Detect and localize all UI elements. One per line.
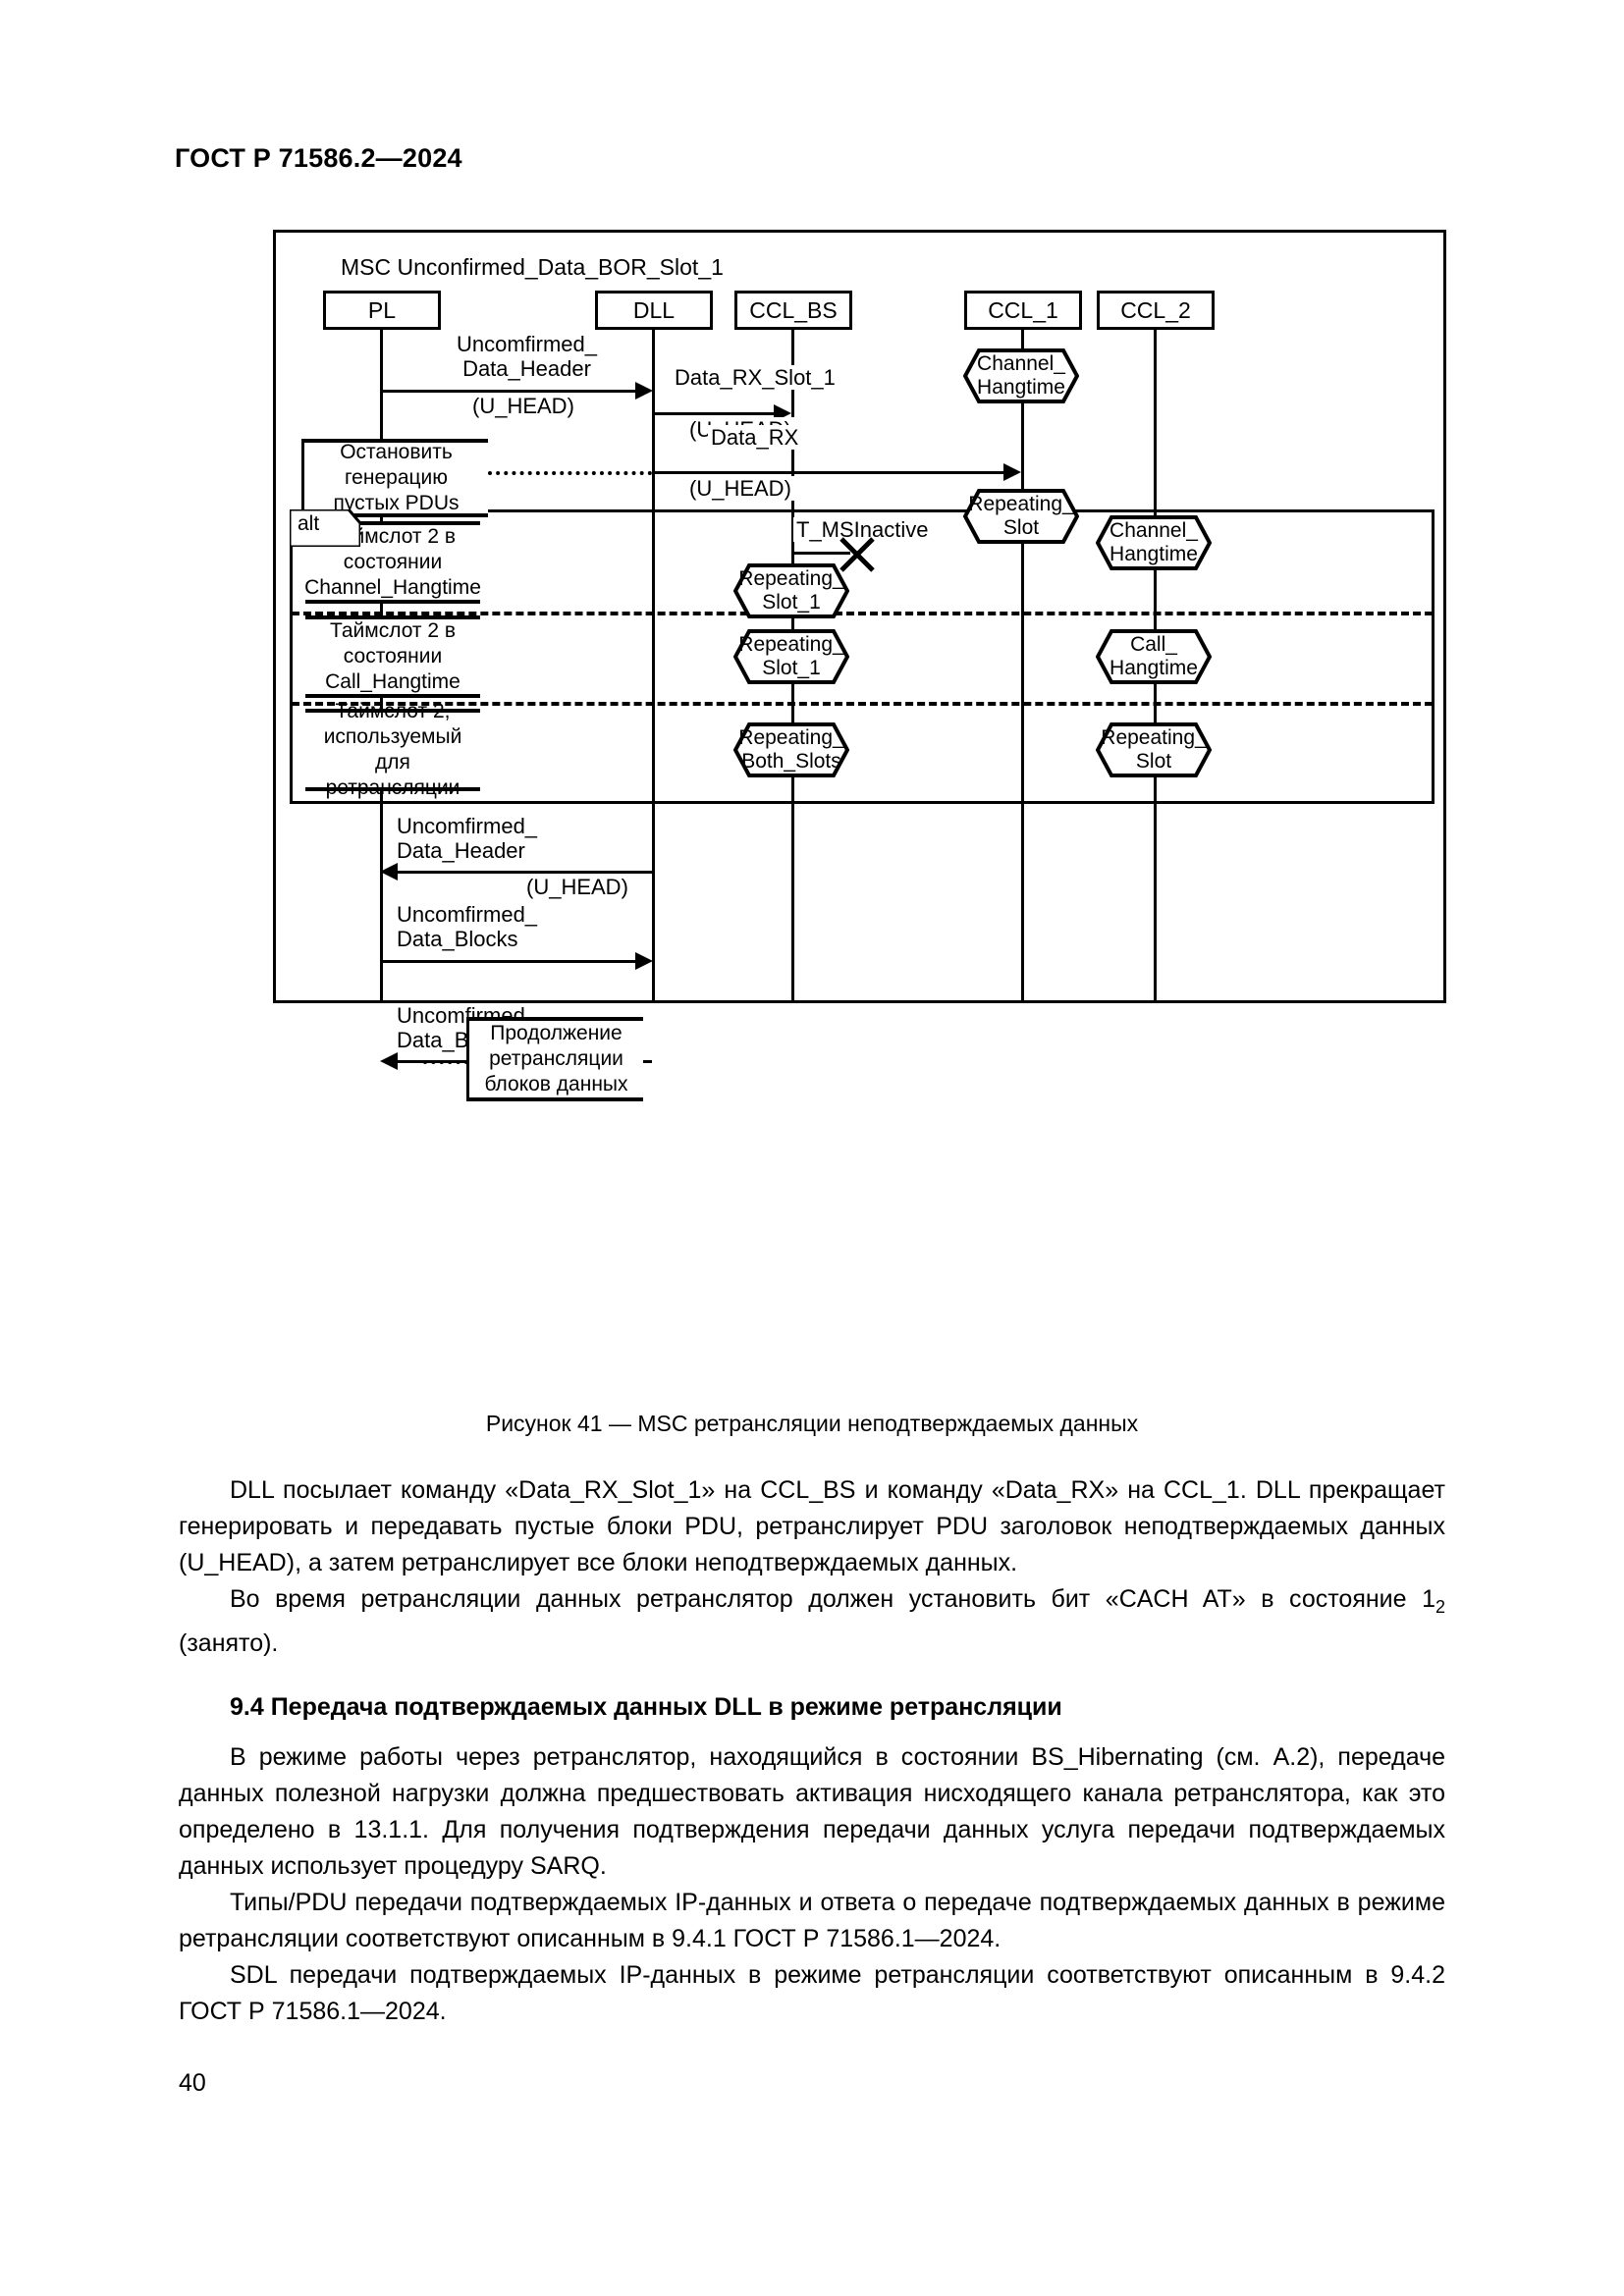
page-title: ГОСТ Р 71586.2—2024: [175, 143, 462, 173]
arrow-head-right: [635, 952, 653, 970]
msg-label-uncomfirmed-data-header-1: Uncomfirmed_ Data_Header: [433, 332, 621, 381]
alt-divider-2: [292, 702, 1433, 706]
msg-param-uncomfirmed-data-header-1: (U_HEAD): [469, 394, 577, 418]
msg-line-1: Uncomfirmed_: [456, 332, 598, 356]
figure-caption: Рисунок 41 — MSC ретрансляции неподтверж…: [485, 1411, 1139, 1436]
note-line: используемый: [323, 725, 462, 748]
note-continue-relay-blocks: Продолжение ретрансляции блоков данных: [466, 1017, 643, 1101]
msg-arrow-data-rx: [652, 471, 1004, 474]
note-connector-dotted: [488, 471, 652, 475]
note-line: состоянии: [343, 645, 443, 667]
arrow-head-right: [635, 382, 653, 400]
note-line: Таймслот 2 в: [329, 525, 457, 548]
msg-arrow-uncomfirmed-data-header-1: [380, 390, 637, 393]
msg-arrow-uncomfirmed-data-blocks-1: [380, 960, 637, 963]
state-cclbs-repeating-both-slots: Repeating_ Both_Slots: [733, 722, 849, 777]
note-line: Таймслот 2,: [335, 700, 451, 722]
lifeline-label: DLL: [632, 296, 676, 323]
alt-label-tag: alt: [288, 507, 362, 549]
note-stop-empty-pdus: Остановить генерацию пустых PDUs: [301, 439, 488, 517]
alt-fragment: [290, 509, 1435, 804]
lifeline-label: CCL_1: [988, 296, 1058, 323]
lifeline-head-ccl-bs: CCL_BS: [734, 291, 852, 330]
note-connector-dotted: [423, 1060, 468, 1064]
note-line: пустых PDUs: [333, 492, 460, 514]
page-number: 40: [179, 2069, 206, 2097]
lifeline-label: CCL_2: [1120, 296, 1191, 323]
arrow-head-left: [380, 863, 398, 881]
msg-arrow-data-rx-slot-1: [652, 412, 775, 415]
msg-label-t-msinactive: T_MSInactive: [793, 517, 932, 542]
lifeline-head-pl: PL: [323, 291, 441, 330]
state-ccl1-channel-hangtime: Channel_ Hangtime: [963, 348, 1079, 403]
lost-message-x-icon: [838, 535, 877, 579]
msg-label-uncomfirmed-data-header-2: Uncomfirmed_ Data_Header: [394, 814, 576, 863]
paragraph-2-after: (занято).: [179, 1629, 279, 1657]
msc-diagram: MSC Unconfirmed_Data_BOR_Slot_1 PL DLL C…: [273, 230, 1446, 1101]
lifeline-ccl-1: [1021, 330, 1024, 1001]
note-line: генерацию: [344, 466, 449, 489]
msg-arrow-t-msinactive: [791, 552, 850, 555]
msg-label-data-rx-slot-1: Data_RX_Slot_1: [672, 365, 839, 390]
note-line: ретрансляции: [489, 1047, 623, 1070]
msg-arrow-uncomfirmed-data-header-2: [396, 871, 652, 874]
note-line: Продолжение: [490, 1022, 623, 1044]
msc-title: MSC Unconfirmed_Data_BOR_Slot_1: [341, 254, 724, 280]
paragraph-4: Типы/PDU передачи подтверждаемых IP-данн…: [179, 1889, 1445, 1952]
alt-label: alt: [298, 512, 320, 535]
paragraph-2: Во время ретрансляции данных ретранслято…: [179, 1581, 1445, 1662]
section-heading-9-4: 9.4 Передача подтверждаемых данных DLL в…: [230, 1693, 1062, 1721]
msg-label-uncomfirmed-data-blocks-1: Uncomfirmed_ Data_Blocks: [394, 902, 576, 951]
note-line: Остановить: [340, 441, 453, 463]
msg-line-2: Data_Header: [462, 356, 591, 381]
lifeline-head-ccl-1: CCL_1: [964, 291, 1082, 330]
note-line: Channel_Hangtime: [304, 576, 481, 599]
state-ccl2-call-hangtime: Call_ Hangtime: [1096, 629, 1212, 684]
state-ccl2-channel-hangtime: Channel_ Hangtime: [1096, 515, 1212, 570]
note-line: Call_Hangtime: [325, 670, 460, 693]
lifeline-head-ccl-2: CCL_2: [1097, 291, 1215, 330]
note-line: состоянии: [343, 551, 443, 573]
paragraph-2-subscript: 2: [1435, 1597, 1445, 1617]
note-line: блоков данных: [484, 1073, 628, 1095]
msg-param-uncomfirmed-data-header-2: (U_HEAD): [523, 875, 631, 899]
paragraph-2-before: Во время ретрансляции данных ретранслято…: [230, 1585, 1435, 1613]
arrow-head-right: [1003, 463, 1021, 481]
msg-param-data-rx: (U_HEAD): [686, 476, 794, 501]
lifeline-head-dll: DLL: [595, 291, 713, 330]
note-line: для ретрансляции: [325, 751, 460, 799]
lifeline-dll: [652, 330, 655, 1001]
state-ccl2-repeating-slot: Repeating_ Slot: [1096, 722, 1212, 777]
msg-label-data-rx: Data_RX: [708, 425, 802, 450]
alt-divider-1: [292, 612, 1433, 615]
paragraph-1: DLL посылает команду «Data_RX_Slot_1» на…: [179, 1476, 1445, 1576]
note-line: Таймслот 2 в: [329, 619, 457, 642]
state-cclbs-repeating-slot-1-a: Repeating_ Slot_1: [733, 563, 849, 618]
note-branch-call-hangtime: Таймслот 2 в состоянии Call_Hangtime: [305, 615, 480, 698]
lifeline-label: CCL_BS: [749, 296, 838, 323]
paragraph-3: В режиме работы через ретранслятор, нахо…: [179, 1743, 1445, 1880]
paragraph-5: SDL передачи подтверждаемых IP-данных в …: [179, 1961, 1445, 2025]
state-ccl1-repeating-slot: Repeating_ Slot: [963, 489, 1079, 544]
note-branch-used-for-relay: Таймслот 2, используемый для ретрансляци…: [305, 700, 480, 799]
state-cclbs-repeating-slot-1-b: Repeating_ Slot_1: [733, 629, 849, 684]
body-text: DLL посылает команду «Data_RX_Slot_1» на…: [179, 1472, 1445, 2030]
lifeline-label: PL: [367, 296, 397, 323]
arrow-head-left: [380, 1052, 398, 1070]
